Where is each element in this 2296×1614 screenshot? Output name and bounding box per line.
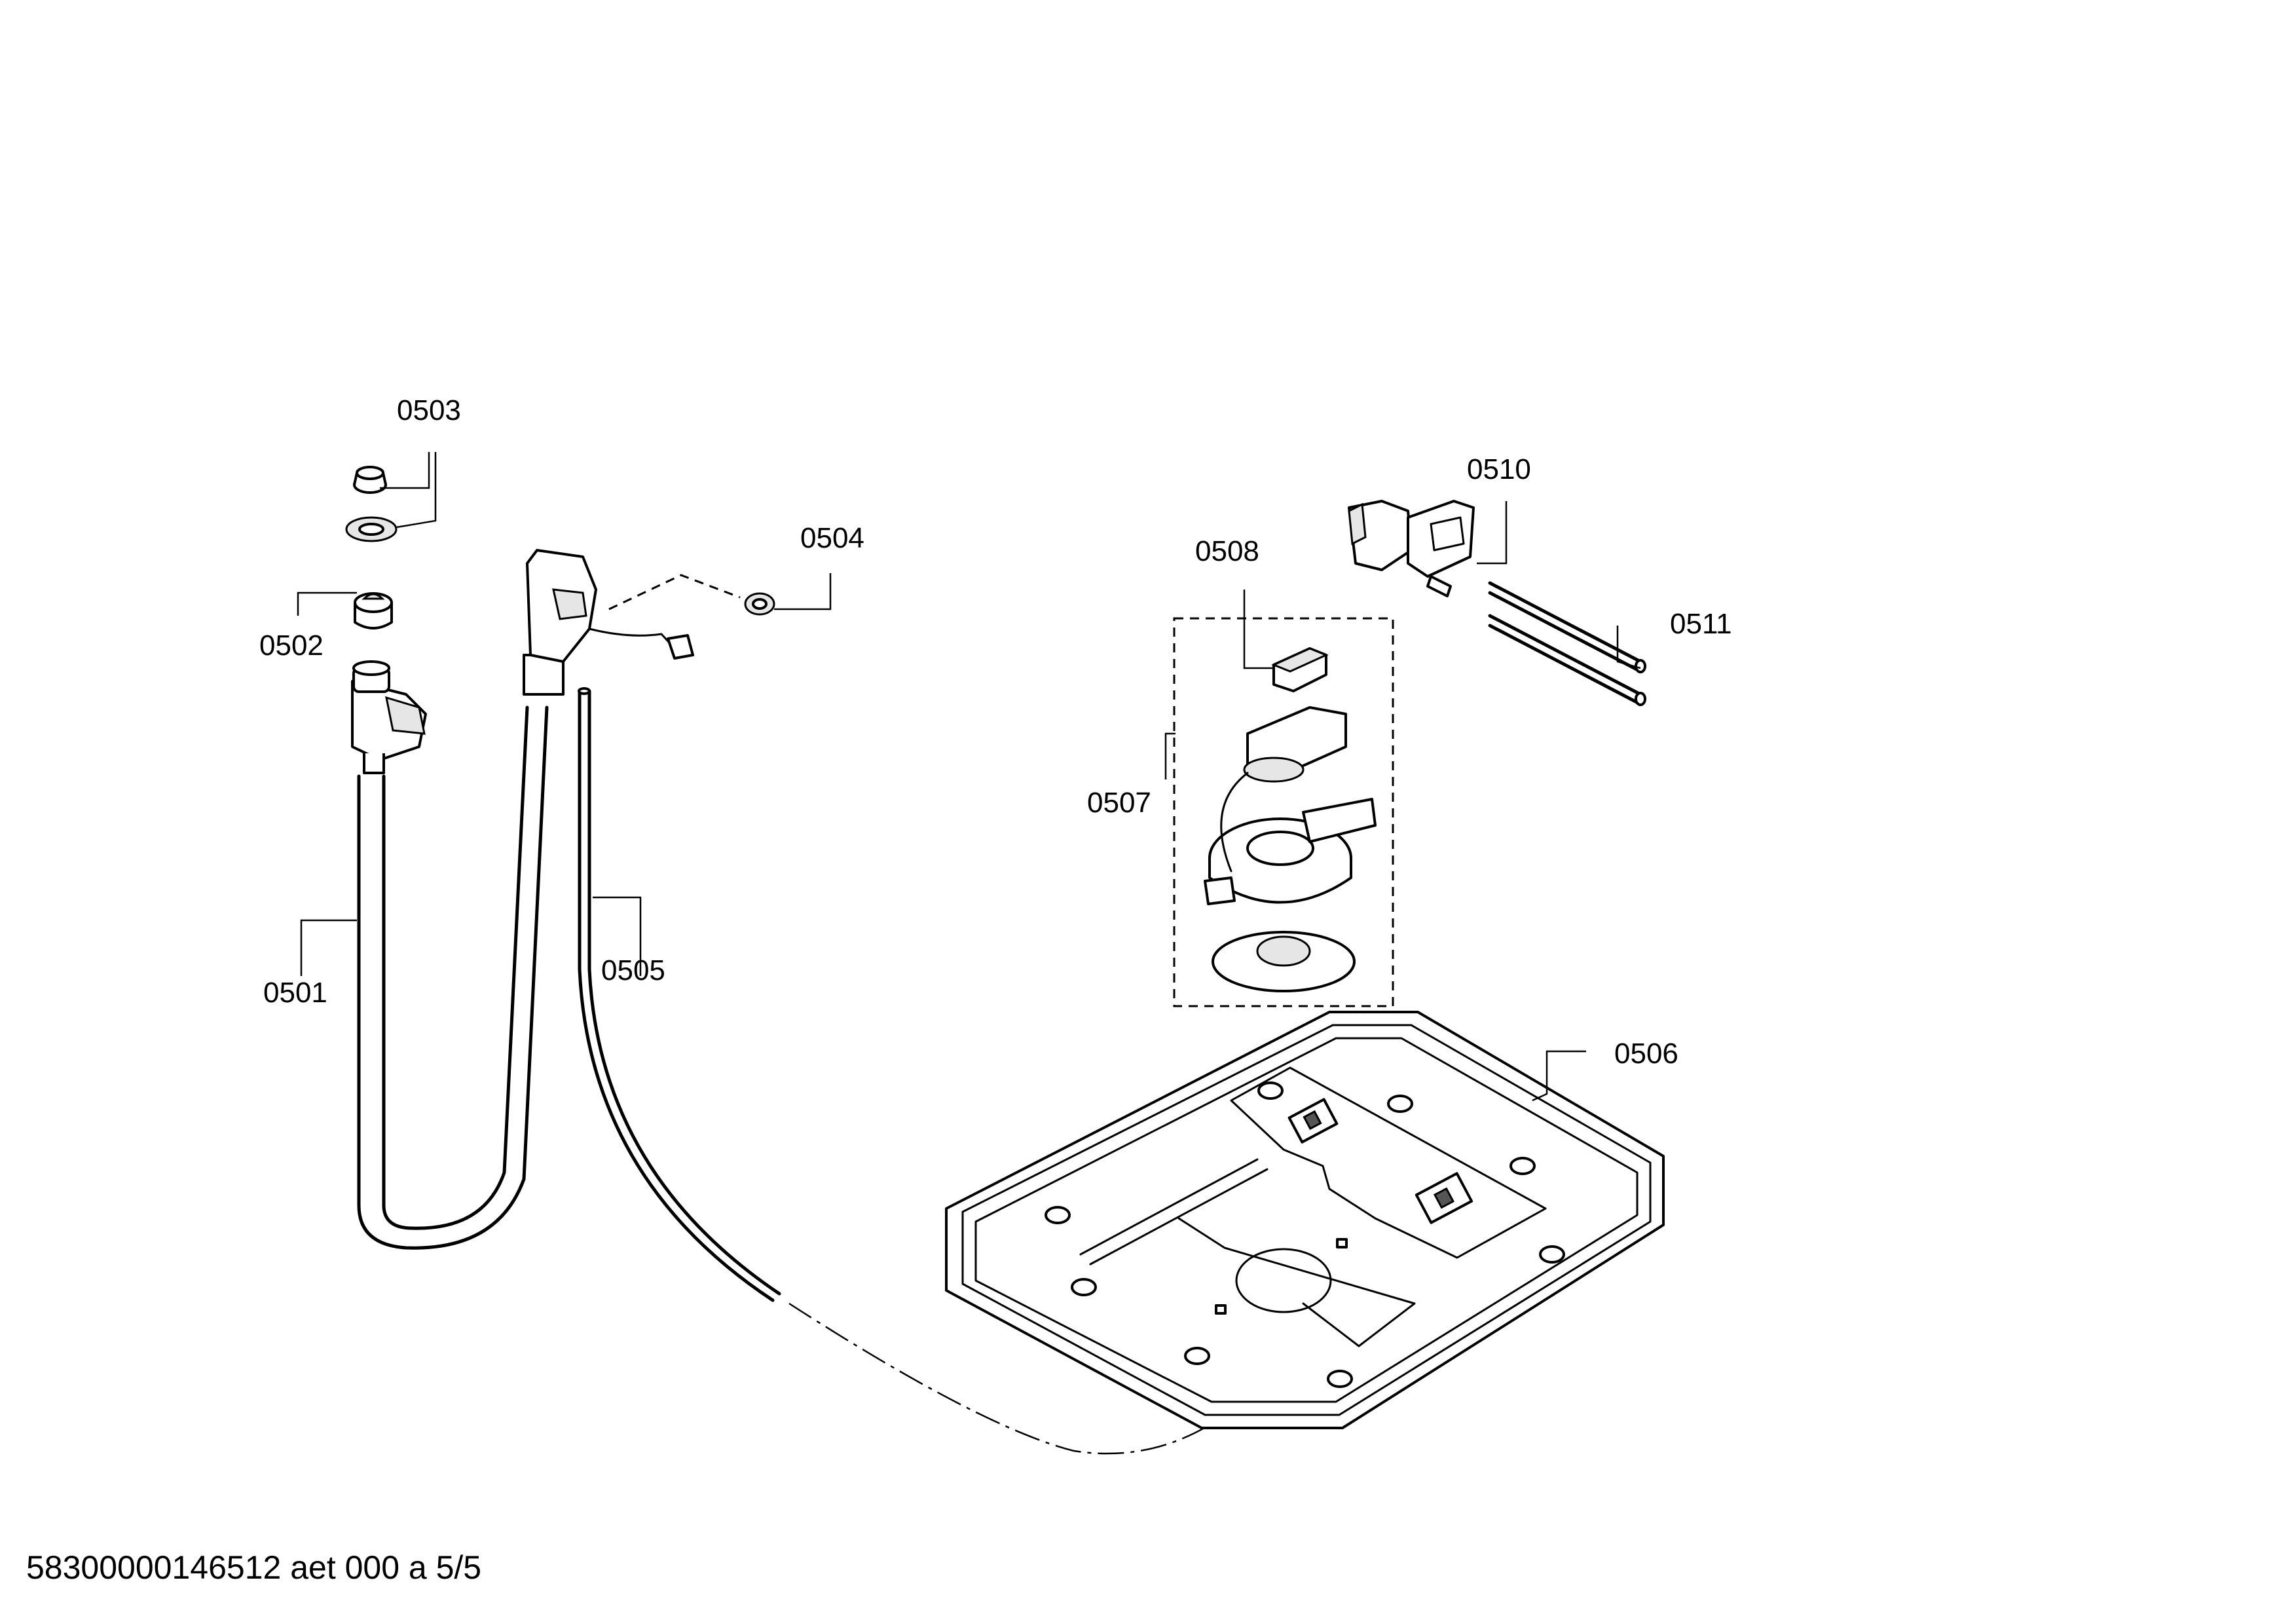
part-0508-connector bbox=[1271, 647, 1329, 692]
label-0507: 0507 bbox=[1087, 787, 1151, 819]
leader-lines bbox=[297, 452, 1641, 1102]
label-0502: 0502 bbox=[259, 629, 324, 662]
part-0511-tubes bbox=[1488, 581, 1646, 706]
document-code: 58300000146512 aet 000 a 5/5 bbox=[26, 1549, 481, 1586]
label-0504: 0504 bbox=[800, 522, 864, 554]
part-0506-base-tray bbox=[945, 1011, 1665, 1429]
part-0501-inlet-hose bbox=[351, 549, 694, 1250]
label-0505: 0505 bbox=[601, 954, 665, 986]
label-0503: 0503 bbox=[397, 394, 461, 426]
label-0511: 0511 bbox=[1670, 608, 1732, 640]
part-0507-assembly bbox=[1173, 617, 1394, 1007]
part-0502-cap bbox=[354, 592, 393, 629]
part-0503-cap-and-washer bbox=[345, 466, 398, 542]
tray-screw-bosses bbox=[1045, 1081, 1565, 1388]
label-0501: 0501 bbox=[263, 977, 327, 1009]
part-0510-valve bbox=[1348, 500, 1475, 597]
label-0510: 0510 bbox=[1467, 453, 1531, 485]
part-0505-drain-hose bbox=[578, 687, 1265, 1455]
part-0504-washer bbox=[608, 574, 775, 616]
part-labels: 0503 0502 0504 0501 0505 0506 0507 0508 … bbox=[259, 394, 1732, 1070]
label-0506: 0506 bbox=[1614, 1038, 1678, 1070]
label-0508: 0508 bbox=[1195, 535, 1259, 567]
